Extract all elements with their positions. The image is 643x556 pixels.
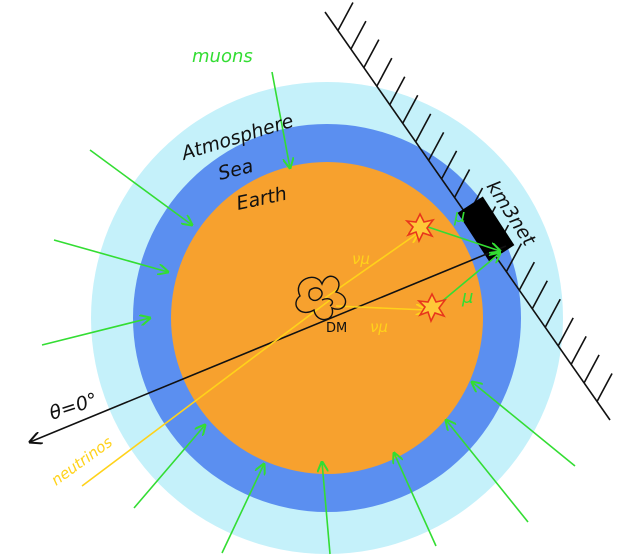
- sea-floor-hatch: [531, 280, 548, 310]
- sea-floor-hatch: [596, 373, 613, 402]
- sea-floor-hatch: [557, 317, 574, 347]
- sea-floor-hatch: [337, 2, 354, 31]
- neutrino-paths: [81, 233, 426, 487]
- sea-floor-hatch: [427, 131, 445, 161]
- neutrinos-label: neutrinos: [48, 433, 116, 489]
- incoming-particles: [41, 71, 576, 555]
- neutrino-long-path: [81, 299, 331, 487]
- earth-layer: [171, 162, 483, 474]
- sea-floor-hatch: [518, 261, 536, 291]
- sea-floor-hatch: [363, 39, 380, 69]
- sea-floor-hatch: [544, 298, 561, 328]
- secondary-muons: [427, 226, 500, 304]
- theta-label: θ=0°: [47, 389, 101, 425]
- theta-zero-axis: [30, 245, 507, 442]
- mu-lower-label: μ: [461, 287, 473, 308]
- neutrino-arrow-lower: [335, 306, 426, 310]
- nu-mu-upper-label: νμ: [352, 250, 370, 268]
- interaction-star-icon: [416, 292, 447, 324]
- sea-floor-hatch: [570, 335, 587, 365]
- particle-arrow-7: [394, 453, 437, 547]
- particle-arrow-8: [446, 420, 529, 523]
- sea-floor-boundary: [324, 2, 613, 421]
- nu-mu-lower-label: νμ: [370, 318, 388, 336]
- particle-arrow-4: [133, 425, 205, 509]
- dark-matter-scribble-icon: [295, 275, 347, 321]
- particle-arrow-9: [472, 382, 576, 467]
- sea-floor-hatch: [389, 76, 406, 106]
- sea-floor-hatch: [376, 57, 393, 87]
- particle-arrow-1: [89, 149, 192, 225]
- sea-floor-hatch: [583, 354, 600, 384]
- dark-matter-label: DM: [326, 321, 347, 336]
- neutrino-arrow-upper: [324, 233, 418, 299]
- particle-arrow-6: [322, 462, 331, 555]
- interaction-star-icon: [404, 212, 435, 244]
- sea-floor-hatch: [402, 94, 419, 124]
- sea-floor-hatch: [414, 113, 432, 143]
- particle-arrow-3: [41, 318, 150, 346]
- muon-arrow-top: [271, 71, 290, 168]
- mu-upper-label: μ: [453, 206, 465, 227]
- particle-arrow-2: [53, 239, 168, 272]
- particle-arrow-5: [221, 464, 264, 554]
- muons-label: muons: [192, 46, 253, 67]
- muon-to-detector-lower: [439, 253, 500, 304]
- sea-floor-hatch: [350, 20, 367, 50]
- muon-to-detector-upper: [427, 226, 500, 251]
- sea-floor-hatch: [453, 169, 471, 198]
- sea-floor-hatch: [440, 150, 458, 180]
- sea-floor-hatch: [505, 243, 523, 273]
